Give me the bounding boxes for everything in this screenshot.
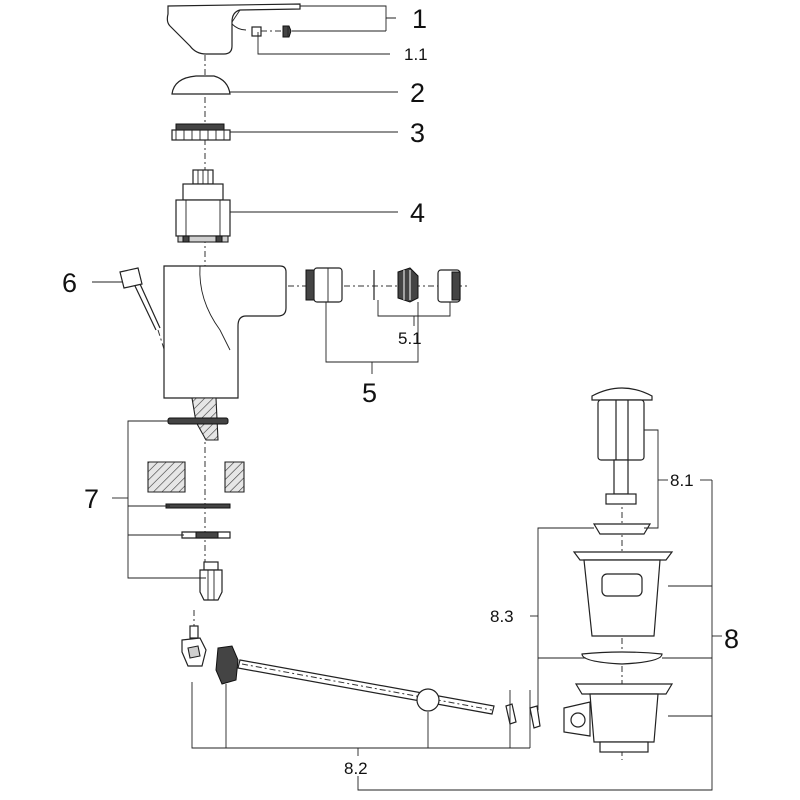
part-cover-cap	[171, 75, 231, 95]
label-part-4: 4	[410, 198, 425, 228]
leader-lines	[92, 5, 722, 791]
part-aerator-cap	[437, 269, 461, 303]
part-cartridge	[175, 169, 231, 243]
part-horizontal-rod	[237, 659, 495, 715]
part-rod-pivot-ball	[416, 688, 440, 712]
part-aerator-housing	[305, 267, 343, 303]
part-popup-plug	[591, 387, 653, 505]
part-faucet-body	[163, 265, 287, 441]
label-part-3: 3	[410, 118, 425, 148]
part-popup-lift-rod	[119, 267, 171, 369]
part-mounting-washer	[165, 503, 231, 509]
label-part-2: 2	[410, 78, 425, 108]
part-plug-seal	[592, 523, 652, 535]
part-aerator-insert	[397, 267, 419, 303]
part-mounting-o-ring	[167, 417, 229, 425]
part-drain-body-upper	[572, 551, 674, 637]
label-part-1-1: 1.1	[404, 45, 428, 64]
part-mounting-plate	[181, 531, 231, 539]
part-linkage-pin	[189, 625, 199, 639]
part-lever-handle	[166, 3, 301, 55]
part-linkage-clip	[181, 637, 207, 667]
label-part-8-2: 8.2	[344, 759, 368, 778]
part-basin-section	[147, 461, 245, 493]
part-screw-set	[251, 25, 292, 38]
part-linkage-nut	[215, 645, 239, 685]
part-pivot-seals	[505, 703, 541, 729]
label-part-1: 1	[412, 4, 427, 34]
label-part-5: 5	[362, 378, 377, 408]
label-part-7: 7	[84, 484, 99, 514]
part-cartridge-nut	[171, 123, 231, 141]
part-drain-gasket	[581, 651, 663, 665]
part-drain-body-lower	[563, 683, 674, 753]
label-part-8: 8	[724, 624, 739, 654]
label-part-6: 6	[62, 268, 77, 298]
label-part-8-1: 8.1	[670, 471, 694, 490]
label-part-8-3: 8.3	[490, 607, 514, 626]
part-mounting-stud	[199, 561, 223, 601]
label-part-5-1: 5.1	[398, 329, 422, 348]
